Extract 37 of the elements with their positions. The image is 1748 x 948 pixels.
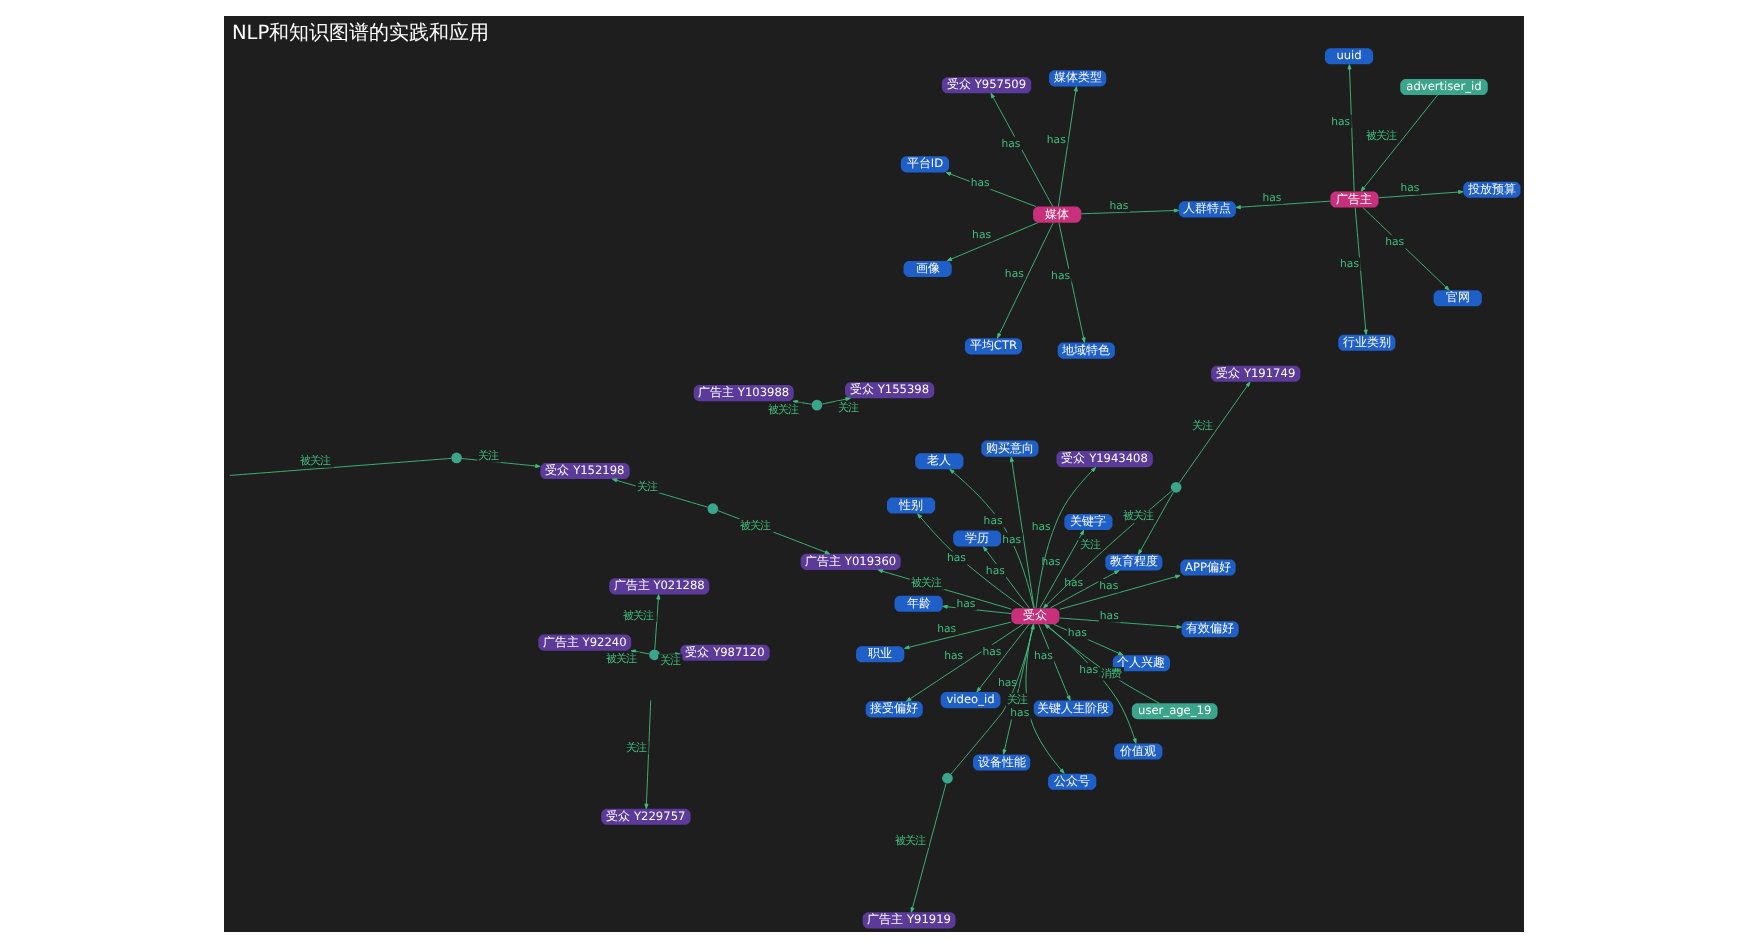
diagram-title: NLP和知识图谱的实践和应用: [231, 22, 490, 45]
arrow: [630, 649, 650, 655]
connector: [229, 457, 452, 476]
arrow: [1080, 208, 1180, 215]
arrow: [821, 397, 851, 405]
arrow: [942, 604, 1012, 615]
arrow: [1378, 190, 1464, 199]
arrow: [990, 92, 1054, 207]
arrow: [644, 699, 652, 809]
arrow: [1057, 86, 1078, 207]
node-circle: [451, 452, 462, 464]
arrow: [1362, 207, 1450, 291]
arrow: [1235, 200, 1331, 210]
arrow: [1137, 491, 1174, 555]
arrow: [792, 399, 812, 405]
arrow: [1043, 490, 1173, 609]
arrow: [1038, 623, 1071, 701]
arrow: [1178, 381, 1251, 484]
arrow: [1035, 467, 1097, 609]
node-circle: [649, 649, 660, 661]
arrow: [946, 222, 1039, 262]
arrow: [1059, 617, 1182, 629]
arrow: [945, 171, 1037, 207]
arrow: [1025, 624, 1065, 774]
arrow: [1009, 456, 1035, 609]
arrow: [654, 594, 661, 650]
node-circle: [1170, 481, 1182, 493]
arrow: [1058, 222, 1086, 343]
arrow: [717, 510, 831, 555]
arrow: [461, 458, 541, 468]
arrow: [1354, 207, 1368, 335]
arrow: [910, 783, 947, 913]
node-circle: [811, 399, 823, 411]
arrow: [1347, 64, 1355, 192]
node-circle: [707, 503, 719, 515]
arrow: [997, 222, 1054, 339]
node-circle: [942, 772, 953, 784]
